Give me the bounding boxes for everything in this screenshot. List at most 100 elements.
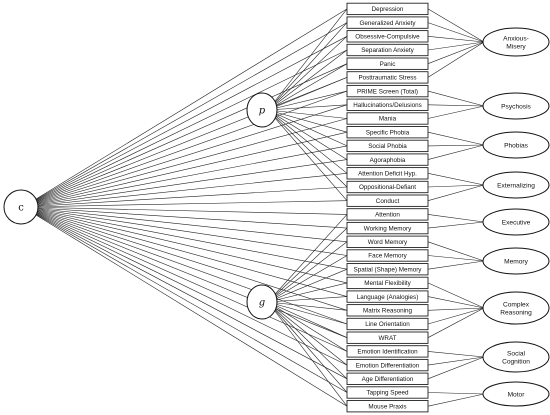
path-specific-24 (427, 307, 485, 338)
path-domain-13 (267, 109, 348, 188)
specific-factor-label: Psychosis (501, 103, 531, 110)
path-specific-17 (427, 241, 485, 262)
path-domain-16 (267, 227, 348, 303)
path-general-27 (22, 206, 348, 380)
measure-box-rect (346, 71, 429, 84)
measure-box: Line Orientation (346, 317, 429, 331)
measure-box: Oppositional-Defiant (346, 180, 429, 194)
path-specific-1 (427, 22, 485, 43)
measure-box-rect (346, 126, 429, 139)
path-domain-20 (267, 282, 348, 303)
path-specific-27 (427, 356, 485, 380)
measure-box: Panic (346, 57, 429, 70)
path-specific-4 (427, 41, 485, 64)
measure-box-rect (346, 317, 429, 331)
path-general-20 (22, 206, 348, 284)
measure-box: Hallucinations/Delusions (346, 98, 429, 111)
path-domain-12 (267, 109, 348, 174)
measure-box: Face Memory (346, 249, 429, 262)
measure-box: Social Phobia (346, 139, 429, 153)
specific-factor: Anxious-Misery (482, 27, 550, 57)
measure-box-rect (346, 208, 429, 221)
path-domain-6 (267, 90, 348, 111)
measure-box: WRAT (346, 331, 429, 344)
path-specific-18 (427, 255, 485, 262)
path-general-16 (22, 206, 348, 229)
domain-factor-label: p (259, 106, 266, 117)
path-domain-11 (267, 109, 348, 160)
path-specific-5 (427, 41, 485, 78)
path-specific-9 (427, 131, 485, 146)
specific-factor: Phobias (482, 131, 550, 159)
path-general-17 (22, 206, 348, 243)
specific-factor-label: Misery (506, 43, 526, 50)
path-domain-27 (267, 301, 348, 380)
path-general-14 (22, 200, 348, 208)
measure-box-rect (346, 194, 429, 207)
measure-label: Attention Deficit Hyp. (358, 171, 417, 178)
specific-factors: Anxious-MiseryPsychosisPhobiasExternaliz… (482, 27, 550, 407)
measure-box-rect (346, 139, 429, 153)
measure-label: Agoraphobia (370, 157, 406, 164)
path-domain-14 (267, 109, 348, 201)
measure-box-rect (346, 235, 429, 248)
path-domain-2 (267, 36, 348, 111)
measure-label: Mania (379, 116, 397, 123)
measure-label: Mouse Praxis (368, 403, 406, 410)
path-domain-3 (267, 49, 348, 111)
measure-box: Posttraumatic Stress (346, 71, 429, 84)
general-factor-label: c (18, 203, 24, 214)
measure-box: Attention Deficit Hyp. (346, 167, 429, 180)
measure-label: Specific Phobia (366, 129, 410, 136)
path-specific-0 (427, 8, 485, 43)
measure-label: Word Memory (368, 239, 408, 246)
specific-factor-label: Complex (503, 301, 530, 308)
path-specific-26 (427, 356, 485, 366)
measure-box: Spatial (Shape) Memory (346, 263, 429, 276)
measure-label: Emotion Differentiation (356, 362, 420, 369)
measure-box-rect (346, 84, 429, 98)
measure-box-rect (346, 167, 429, 180)
measure-label: Panic (380, 61, 396, 68)
path-specific-14 (427, 184, 485, 201)
path-domain-4 (267, 63, 348, 111)
specific-factor-label: Social (507, 350, 525, 357)
measure-box: Mania (346, 112, 429, 125)
path-specific-28 (427, 392, 485, 395)
path-general-5 (22, 77, 348, 208)
specific-factor-ellipse (482, 291, 550, 325)
measure-box-rect (346, 263, 429, 276)
path-general-22 (22, 206, 348, 311)
domain-factor-label: g (259, 298, 265, 309)
measure-label: PRIME Screen (Total) (357, 88, 418, 95)
measure-label: Separation Anxiety (361, 47, 414, 54)
general-factor-circle (3, 189, 39, 225)
measure-label: Conduct (376, 198, 400, 205)
path-domain-9 (267, 109, 348, 133)
measure-box: Emotion Differentiation (346, 358, 429, 372)
path-general-18 (22, 206, 348, 256)
measure-box-rect (346, 386, 429, 399)
path-domain-5 (267, 77, 348, 111)
path-general-15 (22, 206, 348, 215)
path-specific-12 (427, 173, 485, 186)
general-factor: c (3, 189, 39, 225)
path-domain-22 (267, 301, 348, 311)
path-domain-8 (267, 109, 348, 119)
measure-box-rect (346, 221, 429, 235)
measure-box-rect (346, 372, 429, 385)
measure-label: Mental Flexibility (364, 280, 411, 287)
measure-label: Depression (372, 6, 404, 13)
path-specific-7 (427, 104, 485, 107)
measure-box: Word Memory (346, 235, 429, 248)
path-specific-6 (427, 90, 485, 107)
measure-box: PRIME Screen (Total) (346, 84, 429, 98)
measure-box: Working Memory (346, 221, 429, 235)
specific-factor-label: Anxious- (503, 35, 529, 42)
path-general-25 (22, 206, 348, 352)
measure-box-rect (346, 345, 429, 358)
measure-box: Attention (346, 208, 429, 221)
measure-box: Obsessive-Compulsive (346, 30, 429, 43)
specific-factor-label: Executive (502, 219, 531, 226)
measure-label: Oppositional-Defiant (359, 184, 416, 191)
